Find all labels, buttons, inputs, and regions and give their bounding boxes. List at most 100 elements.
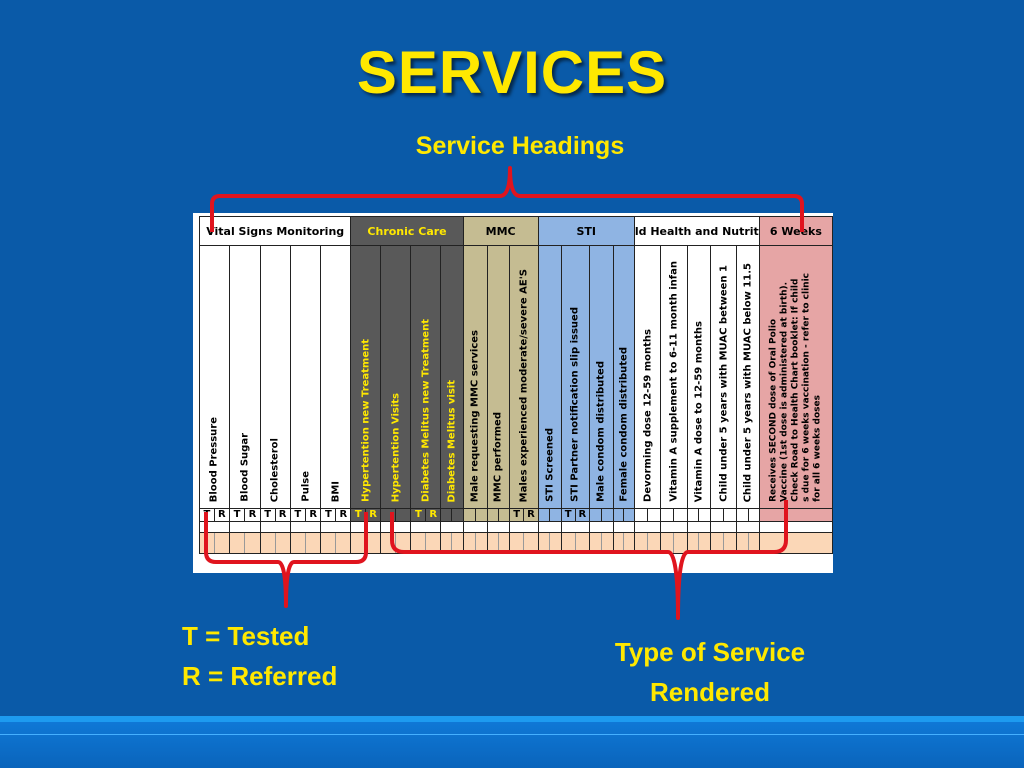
footer-band	[0, 722, 1024, 768]
tested-entry[interactable]	[590, 533, 602, 553]
service-column-12: Males experienced moderate/severe AE'S	[509, 245, 539, 509]
service-column-4: Pulse	[289, 245, 322, 509]
data-entry-cell[interactable]	[289, 532, 322, 554]
tested-entry[interactable]	[488, 533, 499, 553]
tested-entry[interactable]	[261, 533, 276, 553]
service-column-1: Blood Pressure	[199, 245, 230, 509]
data-entry-cell[interactable]	[320, 532, 352, 554]
data-entry-cell[interactable]	[758, 532, 833, 554]
tested-code	[662, 509, 675, 521]
service-column-14: STI Partner notification slip issued	[560, 245, 590, 509]
callout-tested-referred: T = Tested R = Referred	[182, 616, 337, 696]
tested-entry[interactable]	[511, 533, 525, 553]
tested-entry[interactable]	[322, 533, 337, 553]
referred-code: R	[429, 509, 438, 521]
data-entry-cell[interactable]	[736, 532, 760, 554]
tr-cell	[710, 508, 738, 522]
tested-code	[738, 509, 749, 521]
data-entry-cell[interactable]	[259, 532, 291, 554]
tested-entry[interactable]	[412, 533, 427, 553]
data-entry-row	[199, 532, 833, 554]
data-entry-cell[interactable]	[380, 532, 412, 554]
tested-entry[interactable]	[562, 533, 576, 553]
tested-entry[interactable]	[382, 533, 397, 553]
tr-cell	[380, 508, 412, 522]
tested-code: T	[230, 509, 246, 521]
callout-type-line2: Rendered	[650, 677, 770, 707]
section-heading-vital: Vital Signs Monitoring	[198, 216, 352, 246]
service-column-17: Devorming dose 12-59 months	[633, 245, 662, 509]
callout-type-line1: Type of Service	[614, 637, 806, 667]
tested-code	[382, 509, 397, 521]
data-entry-cell[interactable]	[486, 532, 511, 554]
tested-entry[interactable]	[230, 533, 246, 553]
tested-code	[712, 509, 725, 521]
callout-tested: T = Tested	[182, 621, 310, 651]
tested-code	[688, 509, 700, 521]
referred-code: R	[278, 509, 287, 521]
footer-stripe	[0, 716, 1024, 722]
data-entry-cell[interactable]	[633, 532, 662, 554]
service-type-bracket	[390, 500, 788, 620]
tr-cell	[633, 508, 662, 522]
tested-entry[interactable]	[464, 533, 476, 553]
tested-entry[interactable]	[200, 533, 215, 553]
tested-code	[442, 509, 453, 521]
tested-entry[interactable]	[738, 533, 749, 553]
tested-entry[interactable]	[539, 533, 551, 553]
tested-code	[488, 509, 499, 521]
section-heading-child: ld Health and Nutrit	[633, 216, 760, 246]
referred-code: R	[578, 509, 587, 521]
tested-code	[635, 509, 649, 521]
tested-entry[interactable]	[291, 533, 307, 553]
service-column-11: MMC performed	[486, 245, 511, 509]
callout-type-of-service: Type of Service Rendered	[590, 632, 830, 712]
service-column-19: Vitamin A dose to 12-59 months	[686, 245, 712, 509]
data-entry-cell[interactable]	[509, 532, 539, 554]
data-entry-cell[interactable]	[228, 532, 261, 554]
service-column-5: BMI	[320, 245, 352, 509]
referred-code: R	[218, 509, 226, 521]
tested-entry[interactable]	[662, 533, 675, 553]
tested-code	[464, 509, 476, 521]
tested-code: T	[322, 509, 337, 521]
tested-entry[interactable]	[635, 533, 649, 553]
service-column-3: Cholesterol	[259, 245, 291, 509]
tested-code	[590, 509, 602, 521]
service-column-2: Blood Sugar	[228, 245, 261, 509]
service-column-8: Diabetes Melitus new Treatment	[410, 245, 442, 509]
tested-code	[539, 509, 551, 521]
data-entry-cell[interactable]	[660, 532, 688, 554]
service-column-7: Hypertention Visits	[380, 245, 412, 509]
tested-referred-bracket	[204, 512, 368, 608]
callout-referred: R = Referred	[182, 661, 338, 691]
tested-entry[interactable]	[712, 533, 725, 553]
tested-code: T	[412, 509, 427, 521]
data-entry-cell[interactable]	[710, 532, 738, 554]
section-heading-chronic: Chronic Care	[350, 216, 464, 246]
tested-entry[interactable]	[688, 533, 700, 553]
service-column-22: Receives SECOND dose of Oral Polio Vacci…	[758, 245, 833, 509]
tested-entry[interactable]	[614, 533, 625, 553]
data-entry-cell[interactable]	[462, 532, 488, 554]
referred-code: R	[309, 509, 318, 521]
service-column-9: Diabetes Melitus visit	[440, 245, 464, 509]
service-column-21: Child under 5 years with MUAC below 11.5	[736, 245, 760, 509]
data-entry-cell[interactable]	[686, 532, 712, 554]
section-heading-sti: STI	[537, 216, 635, 246]
tested-code: T	[511, 509, 525, 521]
slide-title: SERVICES	[356, 39, 668, 106]
callout-service-headings: Service Headings	[415, 132, 625, 160]
tested-code: T	[291, 509, 307, 521]
tested-entry[interactable]	[442, 533, 453, 553]
service-column-18: Vitamin A supplement to 6-11 month infan	[660, 245, 688, 509]
tested-code: T	[562, 509, 576, 521]
tr-cell	[758, 508, 833, 522]
data-entry-cell[interactable]	[560, 532, 590, 554]
service-column-15: Male condom distributed	[588, 245, 614, 509]
referred-code: R	[248, 509, 257, 521]
